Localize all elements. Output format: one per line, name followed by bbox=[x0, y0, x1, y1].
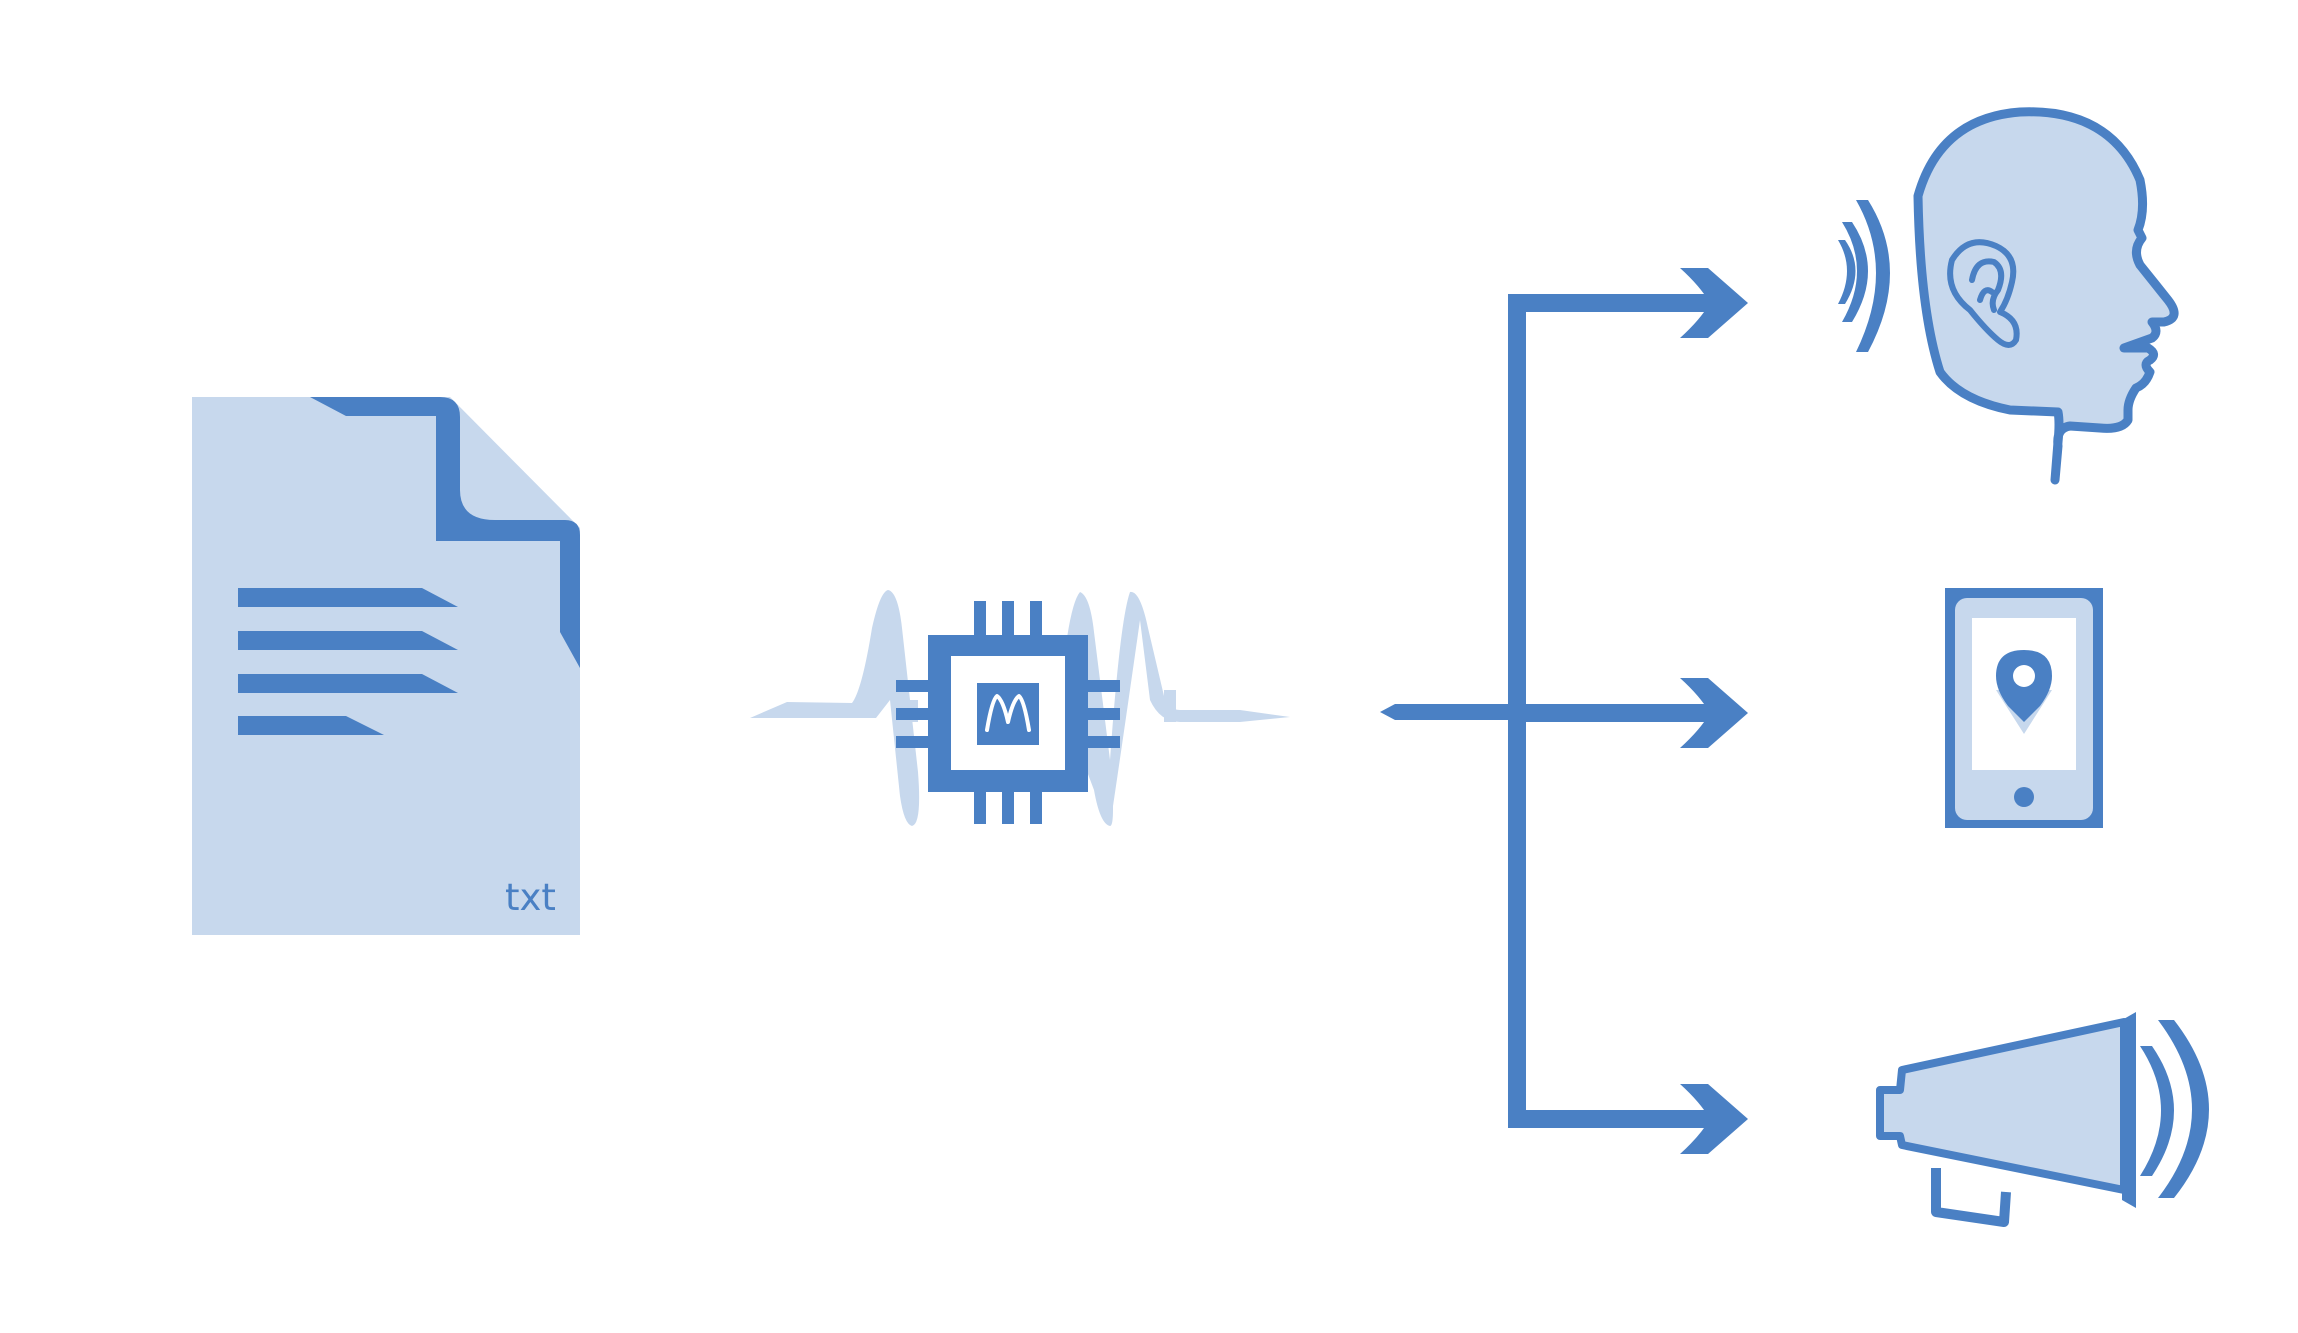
document-label: txt bbox=[505, 876, 556, 919]
megaphone-horn bbox=[1876, 1018, 2128, 1194]
location-pin-icon bbox=[1996, 650, 2052, 734]
chip-glyph bbox=[985, 694, 1031, 732]
ear-icon bbox=[1947, 239, 2020, 348]
smartphone-location-icon bbox=[1945, 588, 2103, 828]
arrow-head-bottom bbox=[1680, 1084, 1748, 1154]
human-head-listening-icon bbox=[1838, 107, 2179, 485]
speech-chip-icon bbox=[750, 590, 1290, 826]
document-text-lines bbox=[238, 588, 458, 735]
megaphone-icon bbox=[1876, 1012, 2209, 1227]
phone-home-button bbox=[2014, 787, 2034, 807]
head-silhouette bbox=[1913, 107, 2179, 485]
arrow-head-middle bbox=[1680, 678, 1748, 748]
text-file-icon: txt bbox=[192, 397, 580, 935]
arrow-head-top bbox=[1680, 268, 1748, 338]
megaphone-sound-waves-icon bbox=[2140, 1020, 2209, 1198]
branch-connector bbox=[1380, 268, 1748, 1154]
megaphone-handle bbox=[1931, 1168, 2011, 1227]
chip-pins bbox=[896, 601, 1120, 824]
sound-waves-icon bbox=[1838, 200, 1890, 352]
